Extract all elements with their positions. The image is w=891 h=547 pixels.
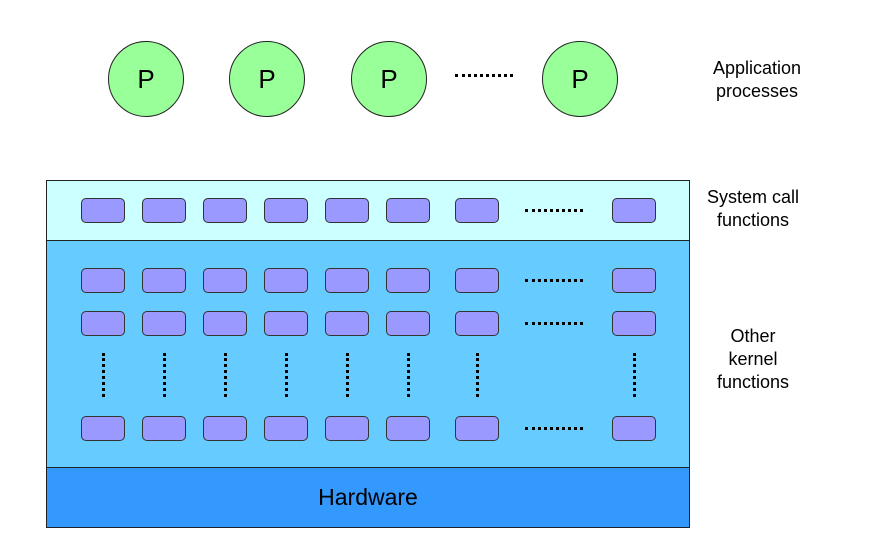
kernel-function-box	[264, 311, 308, 336]
process-circle: P	[542, 41, 618, 117]
system-call-function-box	[142, 198, 186, 223]
dotted-line-ellipsis-icon	[525, 427, 583, 430]
system-call-function-box	[264, 198, 308, 223]
kernel-function-box	[142, 268, 186, 293]
system-call-function-box	[81, 198, 125, 223]
vertical-ellipsis-icon	[163, 353, 166, 397]
dotted-line-ellipsis-icon	[525, 322, 583, 325]
process-circle: P	[229, 41, 305, 117]
system-call-label: System call functions	[706, 187, 800, 230]
process-label: P	[380, 63, 398, 94]
process-label: P	[137, 63, 155, 94]
kernel-function-box	[386, 268, 430, 293]
dotted-line-ellipsis-icon	[525, 279, 583, 282]
kernel-function-box	[325, 311, 369, 336]
dotted-line-ellipsis-icon	[525, 209, 583, 212]
system-call-function-box	[612, 198, 656, 223]
other-kernel-label: Other kernel functions	[716, 326, 790, 392]
hardware-label: Hardware	[318, 484, 418, 510]
process-ellipsis-icon	[455, 74, 513, 77]
kernel-function-box	[203, 311, 247, 336]
system-call-function-box	[325, 198, 369, 223]
process-label: P	[571, 63, 589, 94]
kernel-function-box	[612, 416, 656, 441]
system-call-function-box	[203, 198, 247, 223]
vertical-ellipsis-icon	[224, 353, 227, 397]
system-call-function-box	[386, 198, 430, 223]
kernel-function-box	[203, 416, 247, 441]
vertical-ellipsis-icon	[407, 353, 410, 397]
process-circle: P	[108, 41, 184, 117]
vertical-ellipsis-icon	[285, 353, 288, 397]
kernel-function-box	[264, 268, 308, 293]
kernel-function-box	[612, 268, 656, 293]
kernel-function-box	[612, 311, 656, 336]
kernel-function-box	[386, 416, 430, 441]
vertical-ellipsis-icon	[346, 353, 349, 397]
kernel-function-box	[455, 268, 499, 293]
kernel-function-box	[81, 416, 125, 441]
kernel-function-box	[142, 416, 186, 441]
vertical-ellipsis-icon	[102, 353, 105, 397]
application-processes-label: Application processes	[712, 58, 802, 101]
kernel-function-box	[455, 311, 499, 336]
kernel-function-box	[325, 268, 369, 293]
kernel-function-box	[386, 311, 430, 336]
vertical-ellipsis-icon	[476, 353, 479, 397]
process-circle: P	[351, 41, 427, 117]
system-call-function-box	[455, 198, 499, 223]
kernel-function-box	[142, 311, 186, 336]
hardware-layer: Hardware	[46, 467, 690, 528]
kernel-function-box	[264, 416, 308, 441]
kernel-function-box	[81, 311, 125, 336]
kernel-function-box	[325, 416, 369, 441]
kernel-function-box	[203, 268, 247, 293]
kernel-function-box	[455, 416, 499, 441]
process-label: P	[258, 63, 276, 94]
vertical-ellipsis-icon	[633, 353, 636, 397]
kernel-function-box	[81, 268, 125, 293]
